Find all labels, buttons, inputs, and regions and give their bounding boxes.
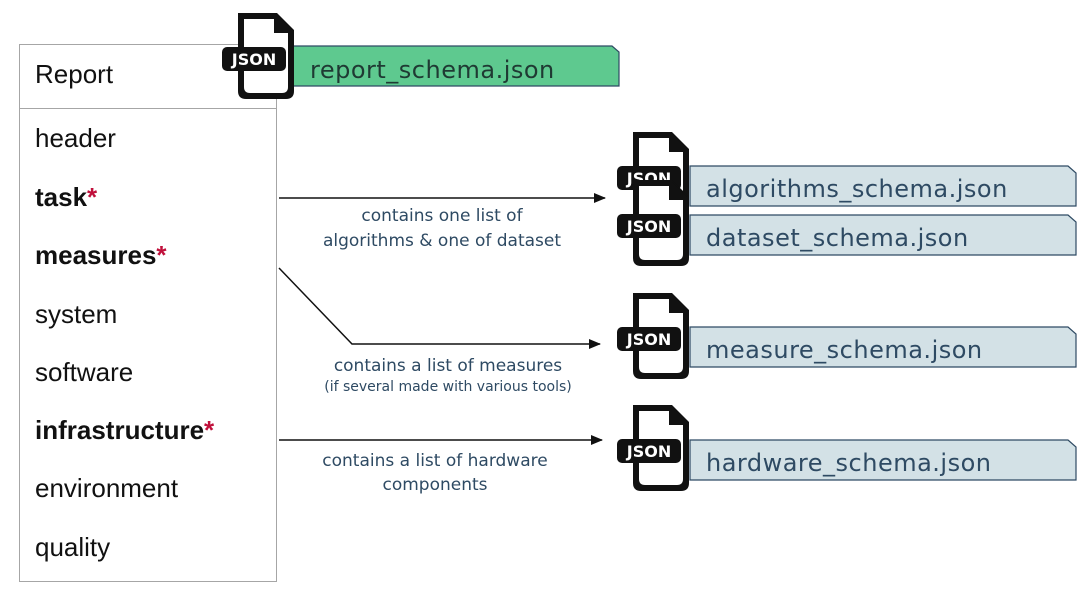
- json-icon-text: JSON: [626, 217, 671, 236]
- json-file-icon: JSON: [617, 180, 689, 266]
- infrastructure-note-line2: components: [382, 475, 487, 495]
- field-infrastructure: infrastructure*: [35, 415, 214, 446]
- field-label: system: [35, 299, 118, 329]
- json-icon-text: JSON: [231, 50, 276, 69]
- report-box: Report header task* measures* system sof…: [19, 44, 277, 582]
- task-note-line1: contains one list of: [361, 206, 523, 226]
- required-star: *: [156, 240, 167, 270]
- field-header: header: [35, 123, 116, 154]
- measure-schema-tag: [689, 326, 1077, 368]
- algorithms-schema-label: algorithms_schema.json: [706, 175, 1008, 203]
- measures-note-line1: contains a list of measures: [334, 356, 562, 376]
- report-divider: [20, 108, 276, 109]
- field-environment: environment: [35, 473, 178, 504]
- field-software: software: [35, 357, 133, 388]
- field-label: infrastructure: [35, 415, 205, 445]
- field-task: task*: [35, 182, 97, 213]
- json-file-icon: JSON: [617, 293, 689, 379]
- measures-note-line2: (if several made with various tools): [324, 379, 572, 395]
- infrastructure-note-line1: contains a list of hardware: [322, 451, 547, 471]
- report-title: Report: [35, 59, 114, 89]
- field-system: system: [35, 299, 117, 330]
- json-icon-text: JSON: [626, 330, 671, 349]
- json-file-icon: JSON: [617, 405, 689, 491]
- required-star: *: [87, 182, 98, 212]
- hardware-schema-tag: [689, 439, 1077, 481]
- field-label: quality: [35, 532, 111, 562]
- json-icon-text: JSON: [626, 442, 671, 461]
- field-label: environment: [35, 473, 179, 503]
- dataset-schema-tag: [689, 214, 1077, 256]
- json-file-icon: JSON: [222, 13, 294, 99]
- field-label: task: [35, 182, 88, 212]
- field-label: measures: [35, 240, 157, 270]
- field-label: header: [35, 123, 116, 153]
- required-star: *: [204, 415, 215, 445]
- field-quality: quality: [35, 532, 110, 563]
- algorithms-schema-tag: [689, 165, 1077, 207]
- dataset-schema-label: dataset_schema.json: [706, 224, 969, 252]
- hardware-schema-label: hardware_schema.json: [706, 449, 992, 477]
- field-label: software: [35, 357, 134, 387]
- task-note-line2: algorithms & one of dataset: [323, 231, 561, 251]
- measures-arrow: [278, 267, 601, 349]
- measure-schema-label: measure_schema.json: [706, 336, 983, 364]
- report-schema-label: report_schema.json: [310, 56, 555, 84]
- field-measures: measures*: [35, 240, 167, 271]
